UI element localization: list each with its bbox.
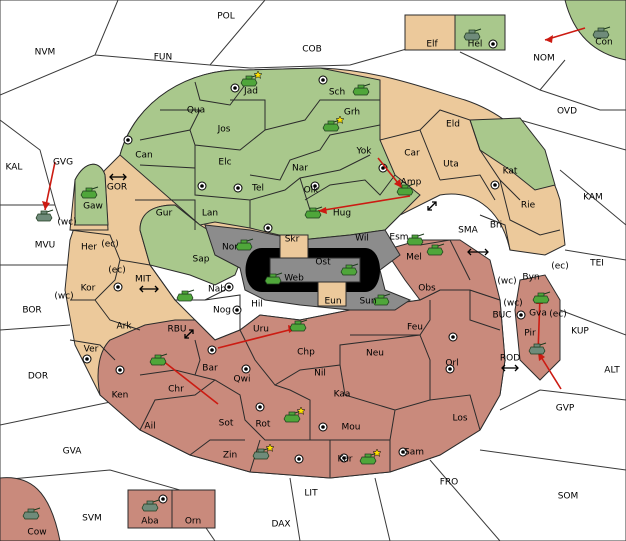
order-arrow xyxy=(377,157,403,189)
supply-center-dot xyxy=(158,494,168,504)
supply-center-dot xyxy=(232,305,242,315)
army-hel[interactable] xyxy=(463,28,482,41)
victory-star-icon xyxy=(296,406,306,415)
order-arrow xyxy=(544,27,586,43)
land-elf xyxy=(404,14,456,51)
army-mvu[interactable] xyxy=(35,209,54,222)
army-con[interactable] xyxy=(592,26,611,39)
strait-east xyxy=(467,248,489,256)
supply-center-dot xyxy=(490,180,500,190)
army-nor[interactable] xyxy=(235,238,254,251)
supply-center-dot xyxy=(294,454,304,464)
army-ost[interactable] xyxy=(340,263,359,276)
army-sch[interactable] xyxy=(352,83,371,96)
army-hug[interactable] xyxy=(304,206,323,219)
strait-rod xyxy=(501,364,519,372)
supply-center-dot xyxy=(82,354,92,364)
army-chr[interactable] xyxy=(149,353,168,366)
victory-star-icon xyxy=(335,115,345,124)
supply-center-dot xyxy=(115,365,125,375)
strait-gor xyxy=(109,173,127,181)
army-kar[interactable] xyxy=(359,448,382,465)
green-hel xyxy=(454,14,506,51)
supply-center-dot xyxy=(318,422,328,432)
army-uru[interactable] xyxy=(289,319,308,332)
army-web[interactable] xyxy=(264,272,283,285)
supply-center-dot xyxy=(339,453,349,463)
army-grh[interactable] xyxy=(322,115,345,132)
supply-center-dot xyxy=(516,310,526,320)
supply-center-dot xyxy=(310,181,320,191)
supply-center-dot xyxy=(255,402,265,412)
strait-markers xyxy=(109,173,519,372)
army-mel[interactable] xyxy=(426,243,445,256)
victory-star-icon xyxy=(253,70,263,79)
supply-center-dot xyxy=(207,345,217,355)
supply-center-dot xyxy=(197,181,207,191)
supply-centers xyxy=(82,39,526,504)
supply-center-dot xyxy=(113,282,123,292)
supply-center-dot xyxy=(241,364,251,374)
supply-center-dot xyxy=(263,223,273,233)
army-aba[interactable] xyxy=(141,499,160,512)
army-nab[interactable] xyxy=(176,289,195,302)
strait-mit xyxy=(139,285,159,293)
army-rot[interactable] xyxy=(283,406,306,423)
army-sun[interactable] xyxy=(372,293,391,306)
supply-center-dot xyxy=(224,282,234,292)
strait-sma xyxy=(427,201,437,211)
army-zin[interactable] xyxy=(252,443,275,460)
green-east xyxy=(469,117,556,191)
red-orn xyxy=(171,489,216,529)
units-layer xyxy=(22,26,611,520)
strait-rbu xyxy=(184,329,194,339)
army-cow[interactable] xyxy=(22,507,41,520)
army-gaw[interactable] xyxy=(80,186,99,199)
supply-center-dot xyxy=(233,183,243,193)
supply-center-dot xyxy=(318,75,328,85)
supply-center-dot xyxy=(230,83,240,93)
army-gva[interactable] xyxy=(532,291,551,304)
victory-star-icon xyxy=(265,443,275,452)
supply-center-dot xyxy=(448,332,458,342)
red-east xyxy=(384,239,501,301)
supply-center-dot xyxy=(445,364,455,374)
supply-center-dot xyxy=(123,135,133,145)
order-arrow xyxy=(317,195,411,214)
army-amp[interactable] xyxy=(396,183,415,196)
army-pir[interactable] xyxy=(528,342,547,355)
army-esm[interactable] xyxy=(406,233,425,246)
army-jad[interactable] xyxy=(240,70,263,87)
supply-center-dot xyxy=(398,447,408,457)
land-eun-box xyxy=(317,277,347,307)
victory-star-icon xyxy=(372,448,382,457)
order-arrow xyxy=(42,161,56,211)
supply-center-dot xyxy=(488,39,498,49)
